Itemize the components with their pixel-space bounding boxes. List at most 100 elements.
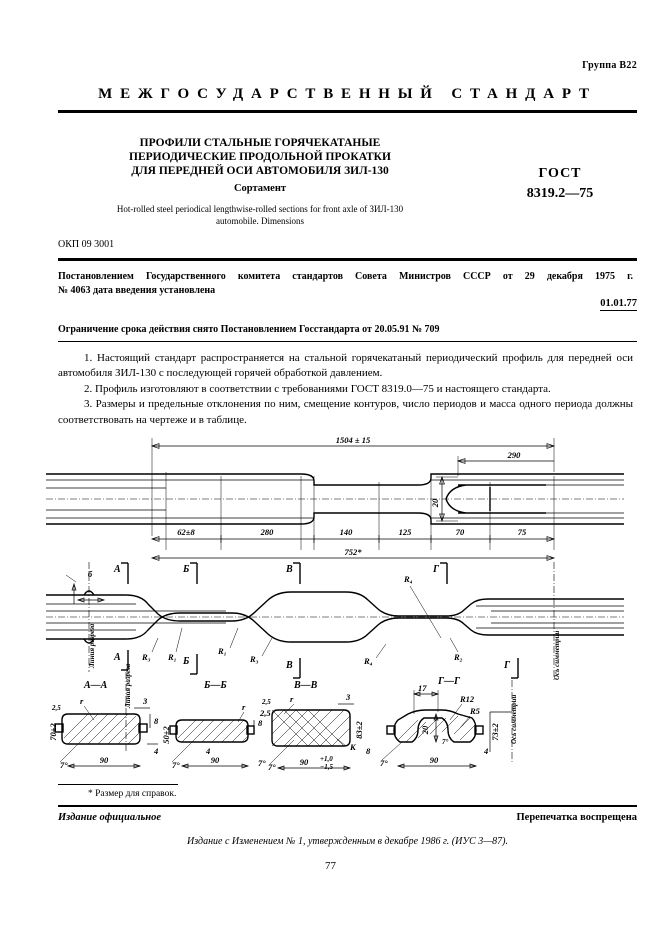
dim-vv-angle: 7° (268, 762, 276, 772)
dim-aa-flange: 8 (154, 716, 159, 726)
dim-bb-angle: 7° (172, 760, 180, 770)
page-number: 77 (325, 860, 336, 872)
section-mark-a-bottom: А (113, 652, 121, 663)
gost-label: ГОСТ (538, 166, 582, 181)
dim-vv-width-tol-dn: −1,5 (320, 763, 333, 771)
dim-bb-flange: 8 (258, 718, 263, 728)
radius-r2: R₂ (453, 652, 463, 662)
section-mark-b-top: Б (182, 564, 190, 575)
radius-callouts: R₃ R₁ R₁ R₃ R₄ R₄ R₂ (141, 574, 463, 666)
title-subtitle: Сортамент (233, 183, 287, 194)
header-rule (58, 110, 637, 113)
label-aa-cut-line: Линия разреза (124, 663, 132, 709)
technical-drawing: 1504 ± 15 290 (46, 432, 626, 782)
title-english-line-2: automobile. Dimensions (216, 216, 304, 226)
gost-designation: ГОСТ 8319.2—75 (470, 166, 650, 202)
dim-reference-752: 752* (345, 547, 363, 557)
title-line-1: ПРОФИЛИ СТАЛЬНЫЕ ГОРЯЧЕКАТАНЫЕ (139, 137, 381, 149)
dim-gg-angle-inner: 7° (442, 738, 449, 746)
paragraph-1: 1. Настоящий стандарт распространяется н… (58, 352, 633, 380)
dim-vv-corner-mark: 2,5 (261, 698, 271, 706)
dim-gg-inner-height-base: 20 (420, 725, 430, 735)
section-mark-v-bottom: В (285, 660, 293, 671)
label-gg-symmetry-axis: Ось симметрии (510, 694, 518, 744)
dim-aa-angle: 7° (60, 760, 68, 770)
radius-r1-mid: R₁ (217, 646, 227, 656)
body-text: 1. Настоящий стандарт распространяется н… (58, 351, 633, 428)
dimension-chain: 62±8 280 140 125 70 75 (150, 527, 556, 543)
decree-rule (58, 341, 637, 342)
section-marks-bottom: А Б В Г (113, 650, 519, 679)
section-gg: Г—Г 17 R12 R5 20 (380, 676, 518, 769)
dim-bb-angle-2: 7° (258, 758, 266, 768)
section-gg-title: Г—Г (437, 676, 461, 687)
dim-bb-radius-mark: r (242, 702, 246, 712)
dim-vv-height: 83±2 (354, 721, 364, 739)
title-english-line-1: Hot-rolled steel periodical lengthwise-r… (116, 204, 404, 214)
section-vv: В—В 2,5 r 3 83±2 8 К 7° (261, 680, 371, 772)
footer-rule (58, 805, 637, 807)
dim-aa-foot: 4 (153, 746, 158, 756)
dim-aa-radius-mark: r (80, 696, 84, 706)
dim-gg-top: 17 (418, 683, 427, 693)
introduction-date: 01.01.77 (600, 298, 637, 311)
dim-vv-letter-mark: К (349, 742, 357, 752)
dim-chain-1: 280 (260, 527, 275, 537)
title-line-2: ПЕРИОДИЧЕСКИЕ ПРОДОЛЬНОЙ ПРОКАТКИ (129, 151, 391, 163)
dim-aa-corner: 2,5 (51, 704, 61, 712)
section-mark-v-top: В (285, 564, 293, 575)
dim-chain-2: 140 (340, 527, 354, 537)
dim-vv-width-tol-up: +1,0 (320, 755, 333, 763)
dim-vv-top-step: 3 (345, 692, 351, 702)
dim-chain-5: 75 (518, 527, 527, 537)
title-line-3: ДЛЯ ПЕРЕДНЕЙ ОСИ АВТОМОБИЛЯ ЗИЛ-130 (131, 165, 389, 177)
dim-bb-corner: 2,5 (259, 708, 271, 718)
side-view: А Б В Г (46, 562, 624, 682)
dim-gg-radius-small: R5 (469, 706, 481, 716)
section-mark-b-bottom: Б (182, 656, 190, 667)
dim-aa-top-step: 3 (142, 696, 148, 706)
radius-r1-left: R₁ (167, 652, 177, 662)
title-main: ПРОФИЛИ СТАЛЬНЫЕ ГОРЯЧЕКАТАНЫЕ ПЕРИОДИЧЕ… (60, 136, 460, 178)
dim-bb-width: 90 (211, 755, 220, 765)
section-aa-title: А—А (83, 680, 108, 691)
radius-r3-left: R₃ (141, 652, 151, 662)
radius-r4-up: R₄ (403, 574, 413, 584)
section-bb: Б—Б 50±2 r 8 2,5 4 7° 90 7° (161, 680, 271, 770)
section-mark-a-top: А (113, 564, 121, 575)
section-bb-title: Б—Б (203, 680, 227, 691)
title-english: Hot-rolled steel periodical lengthwise-r… (48, 203, 472, 227)
label-cut-line: Линия разреза (88, 623, 96, 669)
footer-reprint-notice: Перепечатка воспрещена (516, 812, 637, 823)
dim-right-segment: 290 (507, 450, 522, 460)
paragraph-3: 3. Размеры и предельные отклонения по ни… (58, 398, 633, 426)
dim-vv-radius-mark: r (290, 694, 294, 704)
dim-height-20: 20 (430, 498, 440, 508)
standard-word: МЕЖГОСУДАРСТВЕННЫЙ СТАНДАРТ (98, 86, 597, 102)
footer-official-edition: Издание официальное (58, 812, 162, 823)
radius-r3-mid: R₃ (249, 654, 259, 664)
dim-aa-width: 90 (100, 755, 109, 765)
decree-line-1: Постановлением Государственного комитета… (58, 271, 633, 282)
dim-gg-radius-big: R12 (459, 694, 475, 704)
label-symmetry-axis-side: Ось симметрии (553, 630, 561, 680)
limit-removal-note: Ограничение срока действия снято Постано… (58, 324, 440, 335)
dim-small-b: б (88, 569, 93, 579)
drawing-svg: 1504 ± 15 290 (46, 435, 624, 772)
section-mark-g-bottom: Г (503, 660, 511, 671)
dim-bb-foot: 4 (205, 746, 210, 756)
gost-number: 8319.2—75 (526, 186, 594, 201)
group-code: Группа В22 (582, 60, 637, 71)
decree-block: Постановлением Государственного комитета… (58, 270, 633, 298)
radius-r4-low: R₄ (363, 656, 373, 666)
footnote-rule (58, 784, 178, 785)
dim-vv-flange: 8 (366, 746, 371, 756)
paragraph-2: 2. Профиль изготовляют в соответствии с … (84, 382, 551, 395)
footnote-text: * Размер для справок. (88, 789, 177, 799)
edition-note: Издание с Изменением № 1, утвержденным в… (187, 836, 508, 847)
section-vv-title: В—В (293, 680, 318, 691)
dim-aa-height: 70±2 (48, 723, 58, 741)
section-mark-g-top: Г (432, 564, 440, 575)
dim-gg-height: 73±2 (490, 723, 500, 741)
